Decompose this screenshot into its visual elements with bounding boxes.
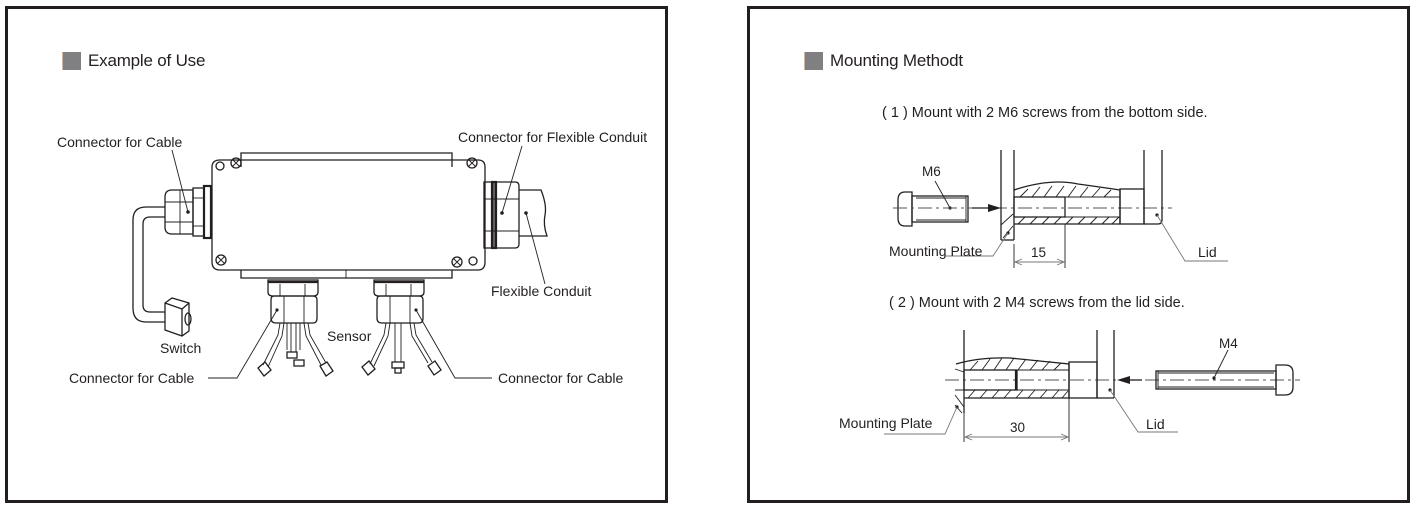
screw-icon [215,254,227,266]
section-square-icon [804,52,823,70]
label-flexible-conduit: Flexible Conduit [491,283,591,299]
method-2-caption: ( 2 ) Mount with 2 M4 screws from the li… [889,295,1185,311]
label-connector-for-cable-top: Connector for Cable [57,134,183,150]
label-lid-2: Lid [1146,416,1165,432]
label-connector-for-cable-bottom-left: Connector for Cable [69,370,195,386]
screw-icon [215,157,242,171]
example-of-use-heading: Example of Use [62,51,205,71]
flexible-conduit [519,189,548,237]
label-m6: M6 [922,164,941,179]
label-mounting-plate-2: Mounting Plate [839,415,933,431]
mounting-method-panel [747,6,1410,503]
dimension-30: 30 [1010,420,1025,435]
mounting-method-heading: Mounting Methodt [804,51,963,71]
switch-icon [164,297,192,337]
method-1-caption: ( 1 ) Mount with 2 M6 screws from the bo… [882,105,1208,121]
example-of-use-panel [5,6,668,503]
m6-screw-icon [897,191,969,227]
label-switch: Switch [160,340,201,356]
cable-gland-bottom-left [257,279,334,377]
label-sensor: Sensor [327,328,372,344]
method-2-drawing [884,330,1300,442]
leader-line [525,212,546,285]
leader-line [208,309,278,379]
switch-cable-inner [142,216,165,313]
screw-icon [466,157,478,169]
screw-icon [451,256,478,268]
method-1-drawing [893,150,1228,268]
label-lid-1: Lid [1198,244,1217,260]
label-m4: M4 [1219,336,1238,351]
dimension-15: 15 [1031,245,1046,260]
switch-cable-outer [132,206,165,323]
leader-line [501,145,523,214]
leader-line [415,309,492,379]
label-connector-for-cable-bottom-right: Connector for Cable [498,370,624,386]
junction-box [211,152,486,279]
cable-gland-bottom-right [361,279,442,376]
section-square-icon [62,52,81,70]
mounting-method-title: Mounting Methodt [830,51,963,70]
label-connector-for-flexible-conduit: Connector for Flexible Conduit [458,129,647,145]
label-mounting-plate-1: Mounting Plate [889,243,983,259]
cable-gland-left [164,184,213,240]
leader-line [171,149,189,213]
example-of-use-title: Example of Use [88,51,206,70]
